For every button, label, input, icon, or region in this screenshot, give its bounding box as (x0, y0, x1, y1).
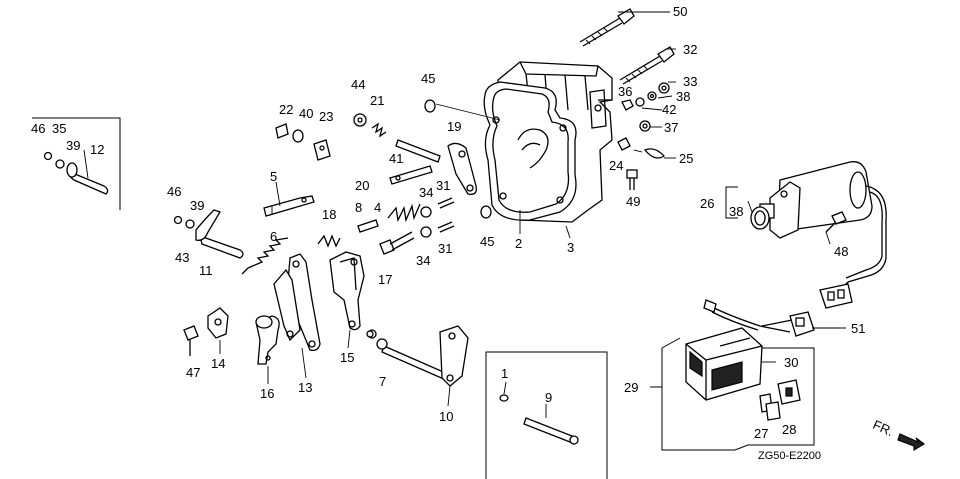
callout-48: 48 (834, 244, 848, 259)
callout-7: 7 (379, 374, 386, 389)
callout-34-upper: 34 (419, 185, 433, 200)
callout-26: 26 (700, 196, 714, 211)
callout-5: 5 (270, 169, 277, 184)
callout-23: 23 (319, 109, 333, 124)
callout-33: 33 (683, 74, 697, 89)
callout-39-upper: 39 (66, 138, 80, 153)
arm-16 (255, 315, 280, 365)
callout-8: 8 (355, 200, 362, 215)
callout-11: 11 (199, 263, 213, 278)
callout-18: 18 (322, 207, 336, 222)
frame-lines (32, 117, 815, 479)
control-unit-30 (685, 299, 815, 401)
callout-31-lower: 31 (438, 241, 452, 256)
callout-31-upper: 31 (436, 178, 450, 193)
callout-21: 21 (370, 93, 384, 108)
lever-15 (329, 251, 365, 331)
callout-10: 10 (439, 409, 453, 424)
callout-51: 51 (851, 321, 865, 336)
callout-45-upper: 45 (421, 71, 435, 86)
callout-12: 12 (90, 142, 104, 157)
callout-41: 41 (389, 151, 403, 166)
callout-32: 32 (683, 42, 697, 57)
callout-34-lower: 34 (416, 253, 430, 268)
callout-22: 22 (279, 102, 293, 117)
callout-45-lower: 45 (480, 234, 494, 249)
callout-14: 14 (211, 356, 225, 371)
callout-16: 16 (260, 386, 274, 401)
callout-30: 30 (784, 355, 798, 370)
callout-46-lower: 46 (167, 184, 181, 199)
bolt-32 (619, 46, 675, 85)
callout-42: 42 (662, 102, 676, 117)
governor-housing (483, 61, 613, 223)
callout-29: 29 (624, 380, 638, 395)
lever-5 (263, 195, 315, 217)
solenoid-26 (750, 161, 887, 309)
lever-13 (273, 253, 321, 352)
leader-lines (83, 11, 846, 418)
callout-37: 37 (664, 120, 678, 135)
callout-15: 15 (340, 350, 354, 365)
callout-39-lower: 39 (190, 198, 204, 213)
callout-36: 36 (618, 84, 632, 99)
callout-9: 9 (545, 390, 552, 405)
callout-46-upper: 46 (31, 121, 45, 136)
clip-1 (499, 394, 509, 402)
callout-38-upper: 38 (676, 89, 690, 104)
callout-47: 47 (186, 365, 200, 380)
callout-27: 27 (754, 426, 768, 441)
callout-24: 24 (609, 158, 623, 173)
callout-4: 4 (374, 200, 381, 215)
rod-10 (367, 325, 469, 387)
callout-19: 19 (447, 119, 461, 134)
centre-small-parts (275, 99, 501, 338)
front-direction-label: FR. (871, 417, 896, 439)
callout-13: 13 (298, 380, 312, 395)
relay-27-28 (759, 379, 801, 421)
callout-49: 49 (626, 194, 640, 209)
callout-20: 20 (355, 178, 369, 193)
diagram-code: ZG50-E2200 (758, 450, 821, 462)
callout-43: 43 (175, 250, 189, 265)
callout-40: 40 (299, 106, 313, 121)
front-direction-arrow (897, 433, 926, 452)
bolt-50 (579, 8, 635, 47)
callout-3: 3 (567, 240, 574, 255)
bracket-14 (183, 307, 229, 356)
callout-38-lower: 38 (729, 204, 743, 219)
callout-labels: 1 2 3 4 5 6 7 8 9 10 11 12 13 14 15 16 1… (31, 4, 896, 462)
callout-25: 25 (679, 151, 693, 166)
shaft-12 (43, 151, 109, 195)
shaft-11 (173, 209, 244, 259)
callout-17: 17 (378, 272, 392, 287)
callout-28: 28 (782, 422, 796, 437)
callout-1: 1 (501, 366, 508, 381)
pin-9 (523, 417, 579, 445)
spring-6 (241, 237, 289, 275)
callout-2: 2 (515, 236, 522, 251)
callout-50: 50 (673, 4, 687, 19)
callout-44: 44 (351, 77, 365, 92)
callout-6: 6 (270, 229, 277, 244)
small-fasteners-right (617, 82, 670, 190)
callout-35: 35 (52, 121, 66, 136)
